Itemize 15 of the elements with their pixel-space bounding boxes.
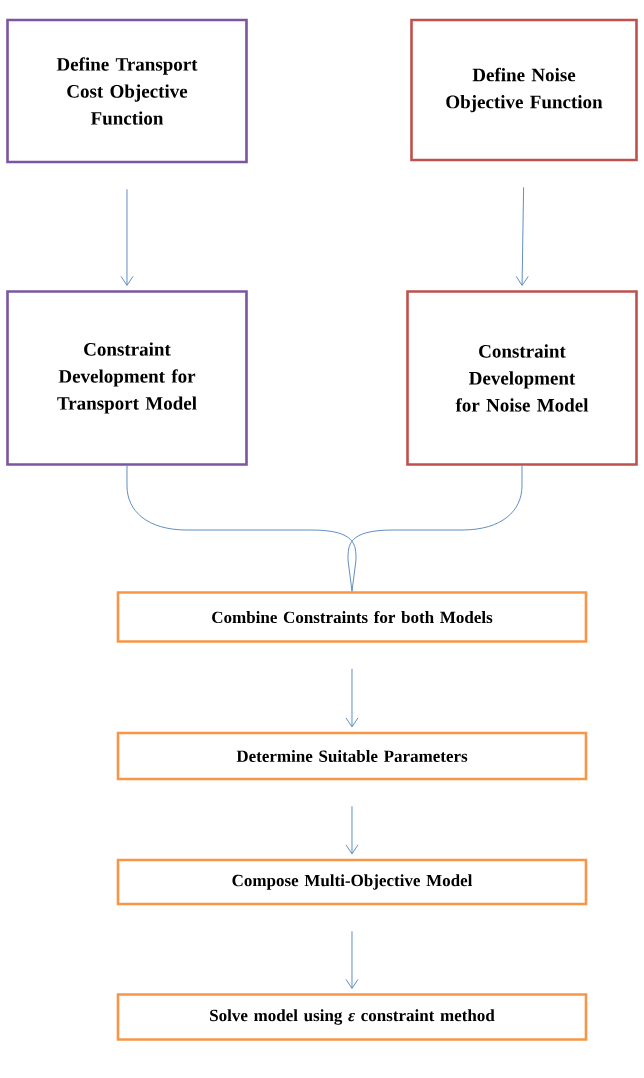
process-box: Define Transport Cost Objective Function (6, 18, 248, 164)
arrow (515, 186, 529, 286)
process-box: Solve model using ε constraint method (116, 993, 588, 1041)
arrow (120, 188, 134, 286)
process-box: Constraint Development for Transport Model (6, 290, 248, 466)
process-box: Compose Multi-Objective Model (116, 858, 588, 906)
brace-connector (347, 465, 523, 592)
arrow (345, 805, 359, 855)
arrow (345, 930, 359, 989)
process-box: Determine Suitable Parameters (116, 731, 588, 781)
process-box: Combine Constraints for both Models (116, 591, 588, 643)
process-box: Define Noise Objective Function (410, 18, 638, 162)
process-box: Constraint Development for Noise Model (406, 290, 638, 466)
arrow (345, 668, 359, 728)
brace-connector (126, 465, 357, 592)
